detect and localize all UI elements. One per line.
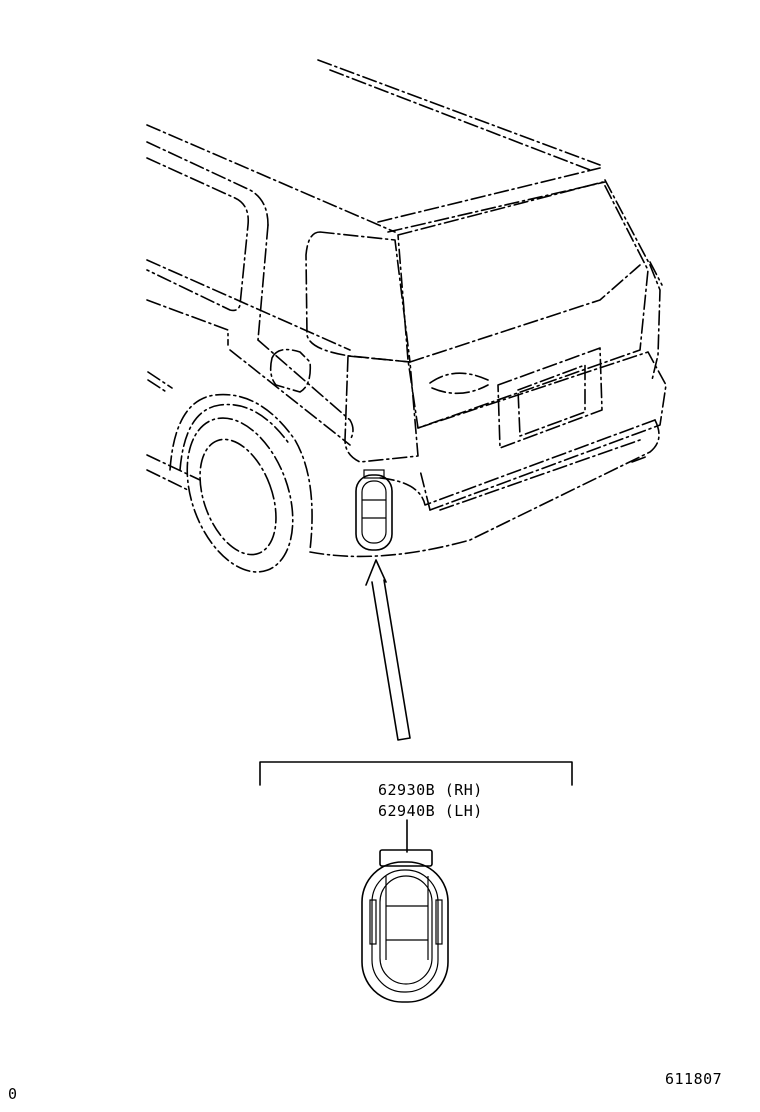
location-arrow — [365, 559, 411, 741]
vehicle-body-outline — [146, 59, 667, 573]
part-number-rh: 62930B (RH) — [378, 781, 483, 799]
illustration-number: 611807 — [665, 1070, 723, 1088]
reflector-on-vehicle — [355, 469, 393, 551]
page-marker: 0 — [8, 1085, 18, 1103]
part-number-lh: 62940B (LH) — [378, 802, 483, 820]
reflector-part-detail — [361, 849, 449, 1003]
callout-bracket — [259, 761, 573, 853]
